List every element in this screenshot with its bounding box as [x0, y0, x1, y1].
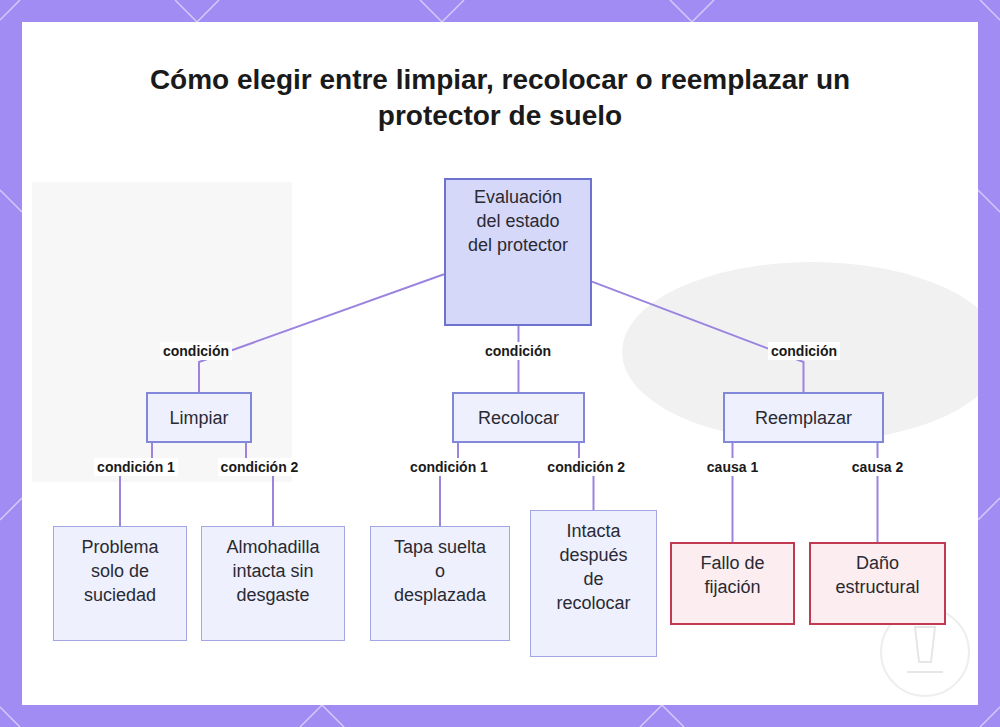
node-text-group: Limpiar — [169, 406, 228, 430]
node-label: Intacta después de recolocar — [551, 519, 636, 615]
condition-box: Almohadilla intacta sin desgaste — [201, 526, 345, 641]
node-text-group: Almohadilla intacta sin desgaste — [214, 535, 332, 607]
node-label: Limpiar — [169, 406, 228, 430]
node-label: Recolocar — [478, 406, 559, 430]
edge-label: condición 2 — [544, 458, 628, 476]
node-text-group: Tapa suelta o desplazada — [394, 535, 486, 607]
connector-line — [440, 443, 458, 526]
action-box: Limpiar — [146, 392, 252, 443]
node-text-group: Intacta después de recolocar — [551, 519, 636, 615]
action-box: Recolocar — [452, 392, 585, 443]
node-label: Almohadilla intacta sin desgaste — [214, 535, 332, 607]
edge-label: condición 1 — [94, 458, 178, 476]
condition-box: Intacta después de recolocar — [530, 510, 657, 657]
connector-line — [120, 443, 152, 526]
edge-label: causa 1 — [704, 458, 761, 476]
condition-box: Tapa suelta o desplazada — [370, 526, 510, 641]
action-box: Reemplazar — [723, 392, 884, 443]
edge-label: condición — [160, 342, 232, 360]
connector-line — [579, 443, 594, 510]
edge-label: condición — [482, 342, 554, 360]
node-text-group: Daño estructural — [825, 551, 930, 599]
node-label: Fallo de fijación — [690, 551, 775, 599]
node-text-group: Reemplazar — [755, 406, 852, 430]
connector-line — [592, 282, 804, 392]
cause-box: Fallo de fijación — [670, 542, 795, 625]
node-text-group: Fallo de fijación — [690, 551, 775, 599]
diagram-title: Cómo elegir entre limpiar, recolocar o r… — [100, 62, 900, 134]
node-label: Problema solo de suciedad — [76, 535, 164, 607]
edge-label: causa 2 — [849, 458, 906, 476]
node-text-group: Problema solo de suciedad — [76, 535, 164, 607]
edge-label: condición — [768, 342, 840, 360]
cause-box: Daño estructural — [809, 542, 946, 625]
edge-label: condición 2 — [218, 458, 302, 476]
node-text-group: Recolocar — [478, 406, 559, 430]
connector-line — [246, 443, 273, 526]
faded-block — [32, 182, 292, 482]
node-label: Reemplazar — [755, 406, 852, 430]
node-label: Daño estructural — [825, 551, 930, 599]
connector-line — [199, 274, 444, 392]
root-box: Evaluación del estado del protector — [444, 178, 592, 326]
faded-disc — [622, 262, 978, 442]
condition-box: Problema solo de suciedad — [53, 526, 187, 641]
edge-label: condición 1 — [407, 458, 491, 476]
node-text-group: Evaluación del estado del protector — [466, 185, 570, 257]
node-label: Evaluación del estado del protector — [466, 185, 570, 257]
node-label: Tapa suelta o desplazada — [394, 535, 486, 607]
